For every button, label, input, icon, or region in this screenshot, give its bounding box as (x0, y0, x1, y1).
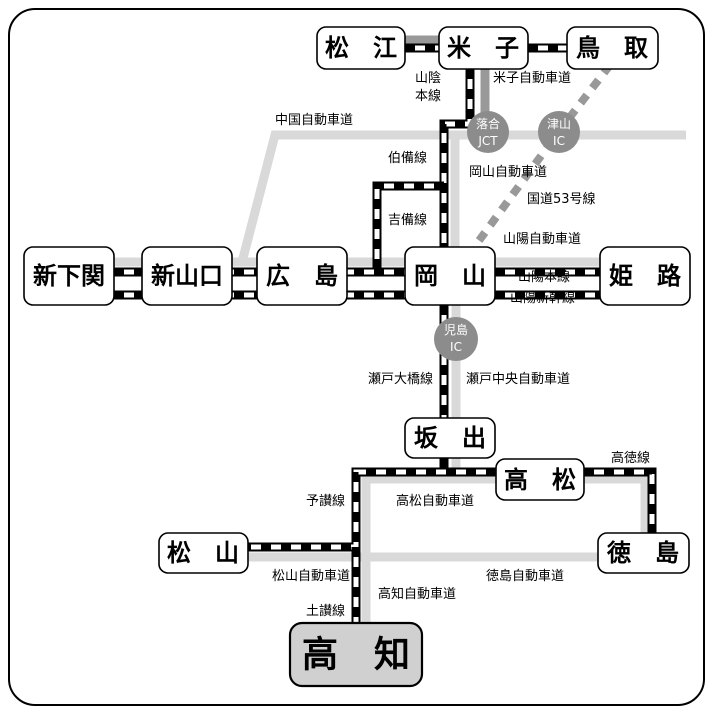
label-chugoku-exp: 中国自動車道 (275, 113, 353, 128)
label-sanin-1: 山陰 (415, 71, 441, 86)
interchange-ochiai: 落合 JCT (467, 111, 509, 153)
label-tokushima-exp: 徳島自動車道 (486, 569, 564, 584)
label-kochi-exp: 高知自動車道 (378, 586, 456, 602)
ic-tsuyama-line2: IC (553, 134, 565, 148)
city-label-kochi: 高 知 (302, 635, 410, 676)
label-sanyo-shinkansen: 山陽新幹線 (510, 290, 575, 306)
city-label-matsue: 松 江 (325, 34, 397, 62)
city-himeji[interactable]: 姫 路 (599, 246, 691, 306)
label-takamatsu-exp: 高松自動車道 (396, 493, 474, 509)
label-hakubi: 伯備線 (388, 150, 427, 166)
label-dosan: 土讃線 (306, 603, 345, 619)
city-tottori[interactable]: 鳥 取 (566, 26, 659, 70)
ic-kojima-line1: 児島 (444, 322, 468, 337)
rail-kotoku (584, 467, 657, 533)
interchange-kojima: 児島 IC (434, 317, 478, 361)
label-sanyo-main: 山陽本線 (518, 269, 570, 285)
city-label-shinyamaguchi: 新山口 (151, 262, 223, 290)
ic-kojima-line2: IC (450, 340, 462, 354)
label-route53: 国道53号線 (527, 191, 596, 207)
rail-yosan (248, 467, 496, 552)
label-seto-ohashi: 瀬戸大橋線 (368, 371, 433, 387)
label-okayama-exp: 岡山自動車道 (469, 165, 547, 180)
city-label-okayama: 岡 山 (414, 262, 486, 290)
city-matsuyama[interactable]: 松 山 (158, 532, 249, 574)
city-sakaide[interactable]: 坂 出 (404, 417, 496, 459)
city-label-yonago: 米 子 (447, 34, 519, 62)
city-shimonoseki[interactable]: 新下関 (23, 246, 115, 306)
ic-ochiai-line2: JCT (477, 134, 498, 148)
label-kotoku: 高徳線 (611, 450, 650, 466)
city-label-matsuyama: 松 山 (167, 539, 239, 567)
label-yonago-exp: 米子自動車道 (493, 71, 571, 86)
city-hiroshima[interactable]: 広 島 (256, 246, 348, 306)
interchange-tsuyama: 津山 IC (538, 111, 580, 153)
ic-tsuyama-line1: 津山 (547, 117, 571, 131)
label-matsuyama-exp: 松山自動車道 (272, 569, 350, 584)
city-label-himeji: 姫 路 (609, 262, 682, 290)
city-label-hiroshima: 広 島 (266, 262, 338, 290)
city-takamatsu[interactable]: 高 松 (495, 458, 585, 501)
city-kochi[interactable]: 高 知 (288, 621, 424, 688)
city-okayama[interactable]: 岡 山 (404, 246, 496, 306)
label-sanin-2: 本線 (415, 88, 441, 104)
city-label-tottori: 鳥 取 (576, 34, 648, 62)
label-yosan: 予讃線 (306, 493, 345, 509)
city-shinyamaguchi[interactable]: 新山口 (141, 246, 233, 306)
label-kibi: 吉備線 (388, 212, 427, 228)
rail-kibi (372, 181, 444, 272)
city-yonago[interactable]: 米 子 (438, 26, 529, 70)
city-label-takamatsu: 高 松 (504, 466, 576, 494)
city-tokushima[interactable]: 徳 島 (597, 532, 690, 574)
label-sanyo-exp: 山陽自動車道 (503, 232, 581, 247)
label-seto-chuo-exp: 瀬戸中央自動車道 (466, 372, 570, 387)
city-label-tokushima: 徳 島 (606, 539, 679, 567)
map-frame (8, 8, 705, 706)
ic-ochiai-line1: 落合 (476, 116, 500, 131)
city-matsue[interactable]: 松 江 (316, 26, 406, 70)
city-label-shimonoseki: 新下関 (33, 262, 105, 290)
city-label-sakaide: 坂 出 (414, 424, 486, 452)
